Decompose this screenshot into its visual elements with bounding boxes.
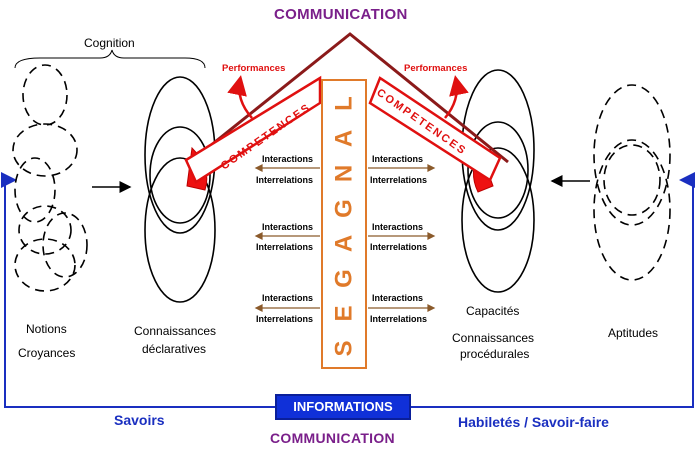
croyances-label: Croyances [18, 346, 76, 360]
notions-label: Notions [26, 322, 67, 336]
langages-bar [321, 79, 367, 369]
interactions-right-1: Interactions [372, 154, 424, 164]
informations-box: INFORMATIONS [275, 394, 411, 420]
performances-label-right: Performances [404, 63, 468, 74]
capacites-label: Capacités [466, 304, 520, 318]
communication-chevron [189, 32, 509, 164]
blue-feedback-line [1, 172, 276, 408]
competences-band-right [368, 76, 502, 182]
interrelations-left-3: Interrelations [256, 314, 314, 324]
procedurales-ellipses [461, 69, 535, 293]
interrelations-right-1: Interrelations [370, 175, 428, 185]
interrelations-right-2: Interrelations [370, 242, 428, 252]
performances-label-left: Performances [222, 63, 286, 74]
interactions-left-1: Interactions [262, 154, 314, 164]
top-communication-title: COMMUNICATION [274, 6, 408, 23]
blue-feedback-line-right [411, 172, 695, 408]
connaissances-procedurales-label: Connaissances [452, 331, 535, 345]
interaction-arrows [254, 164, 436, 312]
informations-label: INFORMATIONS [293, 399, 393, 414]
interactions-right-3: Interactions [372, 293, 424, 303]
connaissances-declaratives-label: Connaissances [134, 324, 217, 338]
bottom-communication-title: COMMUNICATION [270, 430, 395, 446]
cognition-label: Cognition [84, 36, 135, 50]
aptitudes-label: Aptitudes [608, 326, 659, 340]
aptitudes-dashed-circles [593, 84, 671, 281]
habiletes-label: Habiletés / Savoir-faire [458, 414, 609, 430]
procedurales-label: procédurales [460, 347, 530, 361]
notions-dashed-circles [12, 64, 88, 292]
interrelations-left-2: Interrelations [256, 242, 314, 252]
interrelations-right-3: Interrelations [370, 314, 428, 324]
interactions-left-2: Interactions [262, 222, 314, 232]
savoirs-label: Savoirs [114, 412, 165, 428]
langages-letter: S [330, 340, 358, 357]
cognition-brace [14, 49, 206, 69]
performances-arrow-left [227, 75, 253, 119]
interactions-right-2: Interactions [372, 222, 424, 232]
performances-arrow-right [444, 75, 469, 119]
interrelations-left-1: Interrelations [256, 175, 314, 185]
interactions-left-3: Interactions [262, 293, 314, 303]
competences-band-left [184, 75, 322, 184]
declaratives-label: déclaratives [142, 342, 207, 356]
